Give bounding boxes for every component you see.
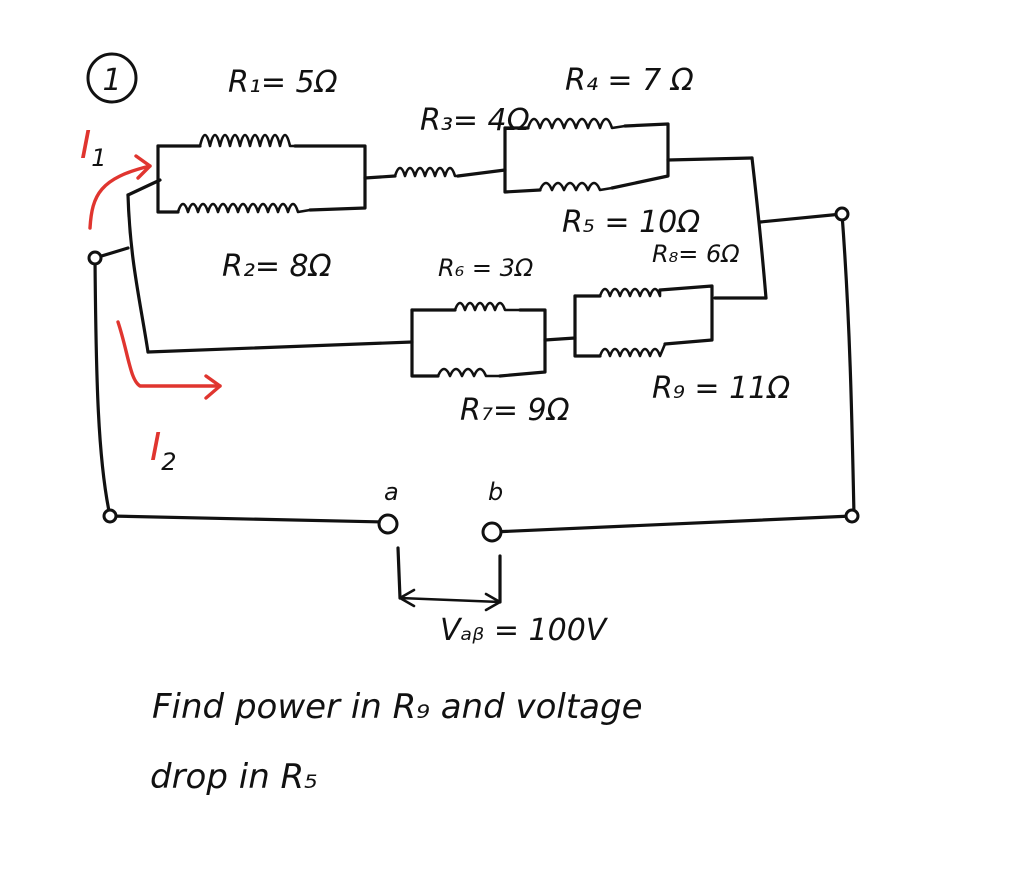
- current-i2-label: I2: [150, 425, 177, 476]
- resistor-r6-symbol: [453, 301, 522, 312]
- terminal-b-label: b: [488, 478, 503, 506]
- current-i2-arrow: [204, 374, 222, 400]
- resistor-r8-label: R₈= 6Ω: [652, 240, 740, 268]
- resistor-symbols: [176, 117, 667, 378]
- terminal-b: [481, 521, 503, 543]
- terminals: a b: [87, 206, 860, 543]
- resistor-r3-symbol: [393, 166, 460, 178]
- resistor-r2-symbol: [176, 202, 312, 214]
- current-arrows: I1 I2: [80, 123, 222, 476]
- resistor-r6-label: R₆ = 3Ω: [438, 254, 534, 282]
- resistor-r3-label: R₃= 4Ω: [420, 103, 530, 138]
- terminal-a: [377, 513, 399, 535]
- terminal-a-label: a: [384, 478, 399, 506]
- bottom-left-node: [102, 508, 118, 524]
- question-text: Find power in R₉ and voltage drop in R₅: [150, 687, 643, 797]
- question-line-2: drop in R₅: [150, 757, 318, 797]
- resistor-r1-label: R₁= 5Ω: [228, 65, 338, 100]
- voltage-indicator: Vₐᵦ = 100V: [396, 546, 609, 648]
- resistor-r9-symbol: [598, 342, 667, 358]
- resistor-r7-label: R₇= 9Ω: [460, 393, 570, 428]
- resistor-r5-symbol: [538, 181, 614, 192]
- question-line-1: Find power in R₉ and voltage: [152, 687, 643, 727]
- bottom-right-node: [844, 508, 860, 524]
- resistor-r4-symbol: [526, 117, 627, 130]
- resistor-r1-symbol: [198, 133, 297, 148]
- input-right-node: [834, 206, 850, 222]
- voltage-label: Vₐᵦ = 100V: [440, 613, 609, 648]
- resistor-r7-symbol: [436, 367, 502, 378]
- problem-number: 1: [102, 63, 121, 98]
- resistor-r4-label: R₄ = 7 Ω: [565, 63, 694, 98]
- input-left-node: [87, 250, 103, 266]
- resistor-labels: R₁= 5Ω R₂= 8Ω R₃= 4Ω R₄ = 7 Ω R₅ = 10Ω R…: [222, 63, 790, 428]
- circuit-wires: [93, 122, 856, 534]
- resistor-r5-label: R₅ = 10Ω: [562, 205, 700, 240]
- resistor-r8-symbol: [598, 287, 662, 298]
- current-i1-label: I1: [80, 123, 107, 172]
- resistor-r2-label: R₂= 8Ω: [222, 249, 332, 284]
- current-i1-arrow: [88, 164, 152, 230]
- problem-number-badge: 1: [86, 52, 138, 104]
- resistor-r9-label: R₉ = 11Ω: [652, 371, 790, 406]
